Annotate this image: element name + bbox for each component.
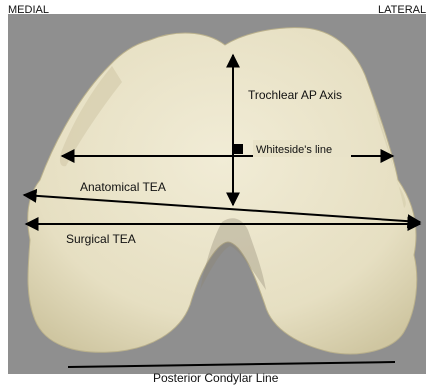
anatomical-tea-label: Anatomical TEA [80, 180, 166, 194]
axis-intersection-marker [233, 144, 243, 154]
whitesides-line-label: Whiteside's line [256, 144, 332, 156]
posterior-condylar-line-label: Posterior Condylar Line [153, 371, 279, 385]
surgical-tea-label: Surgical TEA [66, 232, 136, 246]
lateral-label: LATERAL [378, 4, 426, 16]
trochlear-ap-axis-label: Trochlear AP Axis [248, 88, 342, 102]
medial-label: MEDIAL [8, 4, 49, 16]
